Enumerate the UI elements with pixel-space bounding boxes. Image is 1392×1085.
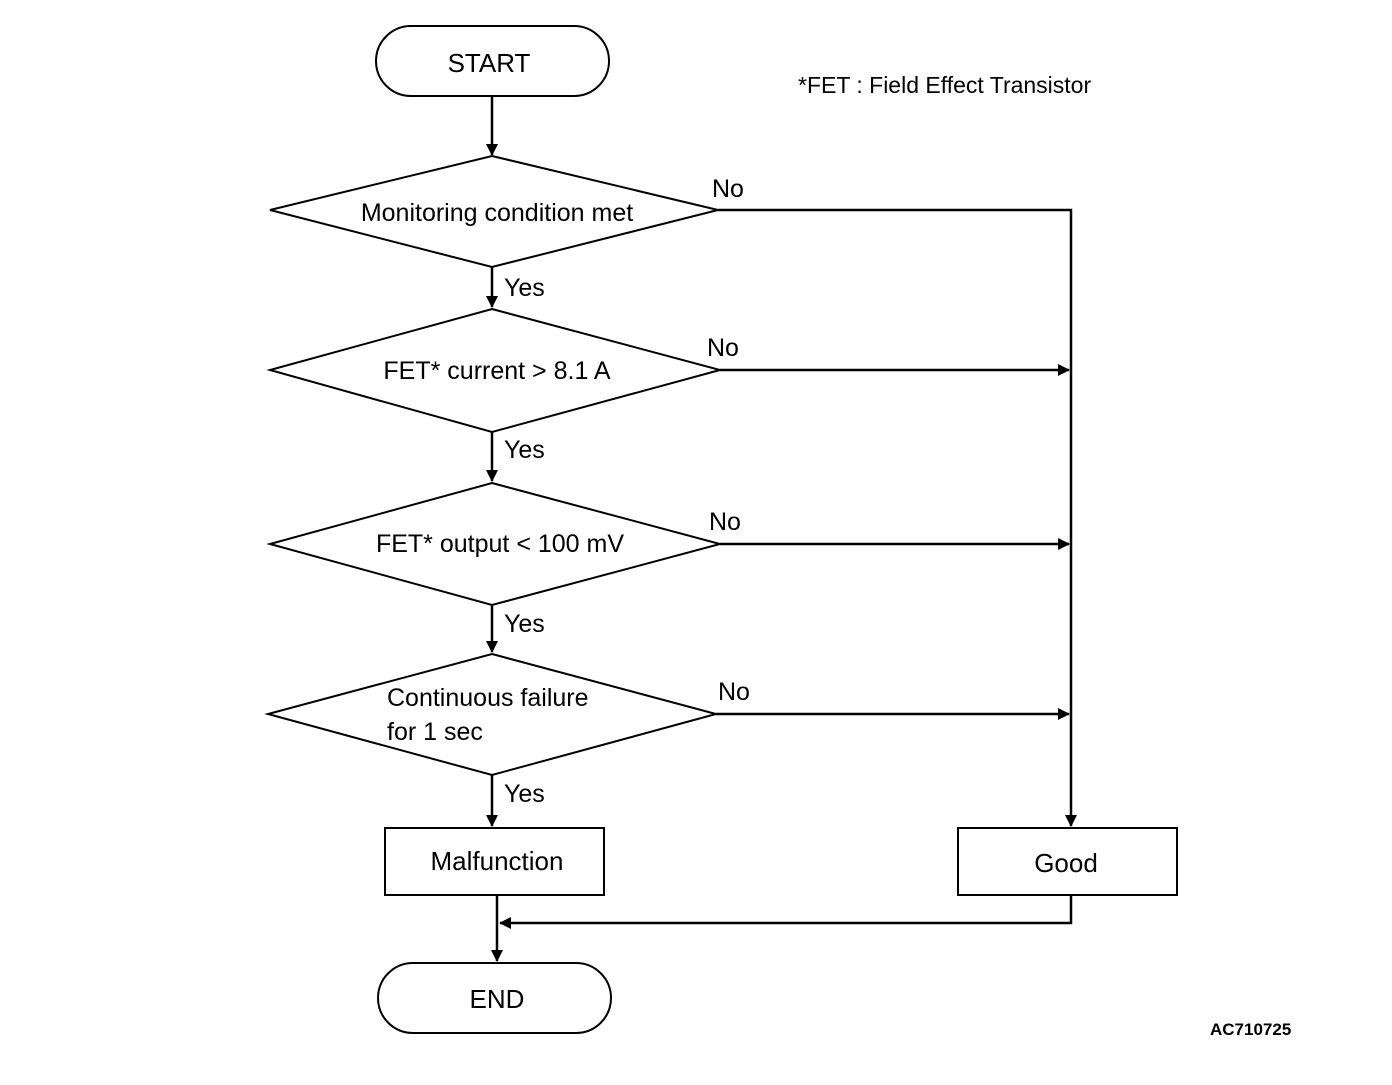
start-label: START bbox=[448, 48, 531, 78]
end-label: END bbox=[470, 984, 525, 1014]
good-box bbox=[957, 827, 1178, 896]
decision-3-no-label: No bbox=[709, 508, 741, 536]
malfunction-label: Malfunction bbox=[431, 846, 564, 876]
decision-2-no-label: No bbox=[707, 334, 739, 362]
decision-3-text: FET* output < 100 mV bbox=[376, 530, 624, 558]
decision-2-text: FET* current > 8.1 A bbox=[383, 357, 611, 385]
decision-3-yes-label: Yes bbox=[504, 610, 545, 638]
decision-4-no-label: No bbox=[718, 678, 750, 706]
good-label: Good bbox=[1034, 848, 1098, 878]
decision-1-no-label: No bbox=[712, 175, 744, 203]
footnote: *FET : Field Effect Transistor bbox=[798, 72, 1091, 98]
decision-2-yes-label: Yes bbox=[504, 436, 545, 464]
malfunction-box bbox=[384, 827, 605, 896]
decision-4-yes-label: Yes bbox=[504, 780, 545, 808]
connector-d1-no bbox=[718, 208, 1077, 827]
decision-1-yes-label: Yes bbox=[504, 274, 545, 302]
decision-4-text-line1: Continuous failure bbox=[387, 684, 589, 712]
decision-4-text-line2: for 1 sec bbox=[387, 718, 483, 746]
decision-1-text: Monitoring condition met bbox=[361, 199, 633, 227]
decision-continuous-failure bbox=[264, 652, 720, 777]
end-terminal bbox=[377, 962, 612, 1034]
connector-good-merge bbox=[499, 895, 1073, 929]
figure-code: AC710725 bbox=[1210, 1020, 1291, 1039]
